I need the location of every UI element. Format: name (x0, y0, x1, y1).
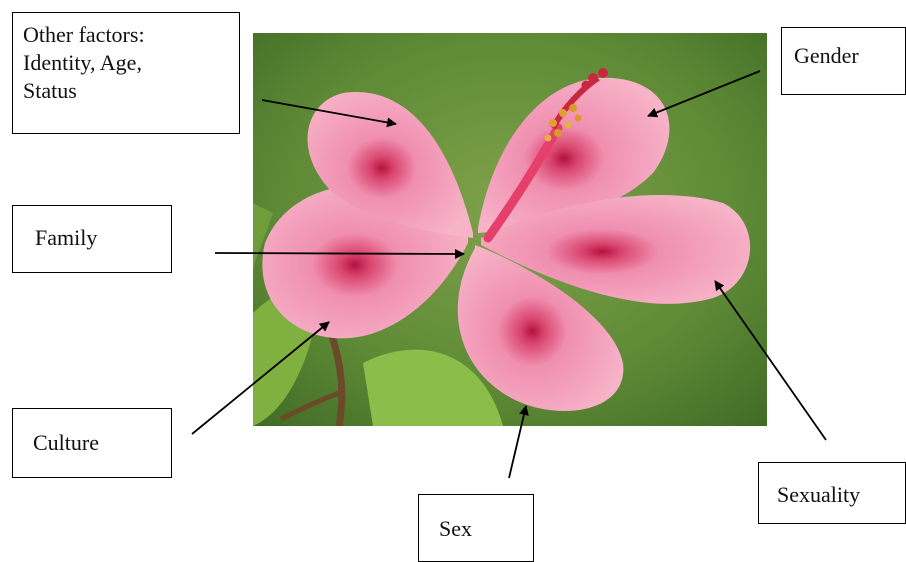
label-sexuality-text: Sexuality (777, 481, 887, 509)
label-culture: Culture (12, 408, 172, 478)
label-sex: Sex (418, 494, 534, 562)
label-family-text: Family (35, 224, 149, 252)
label-other-factors-line2: Identity, Age, (23, 49, 229, 77)
label-other-factors-line1: Other factors: (23, 21, 229, 49)
label-other-factors-line3: Status (23, 77, 229, 105)
label-gender-text: Gender (794, 42, 893, 70)
label-sex-text: Sex (439, 515, 513, 543)
hibiscus-photo (253, 33, 767, 426)
label-family: Family (12, 205, 172, 273)
label-sexuality: Sexuality (758, 462, 906, 524)
label-gender: Gender (781, 27, 906, 95)
label-other-factors: Other factors: Identity, Age, Status (12, 12, 240, 134)
label-culture-text: Culture (33, 429, 151, 457)
